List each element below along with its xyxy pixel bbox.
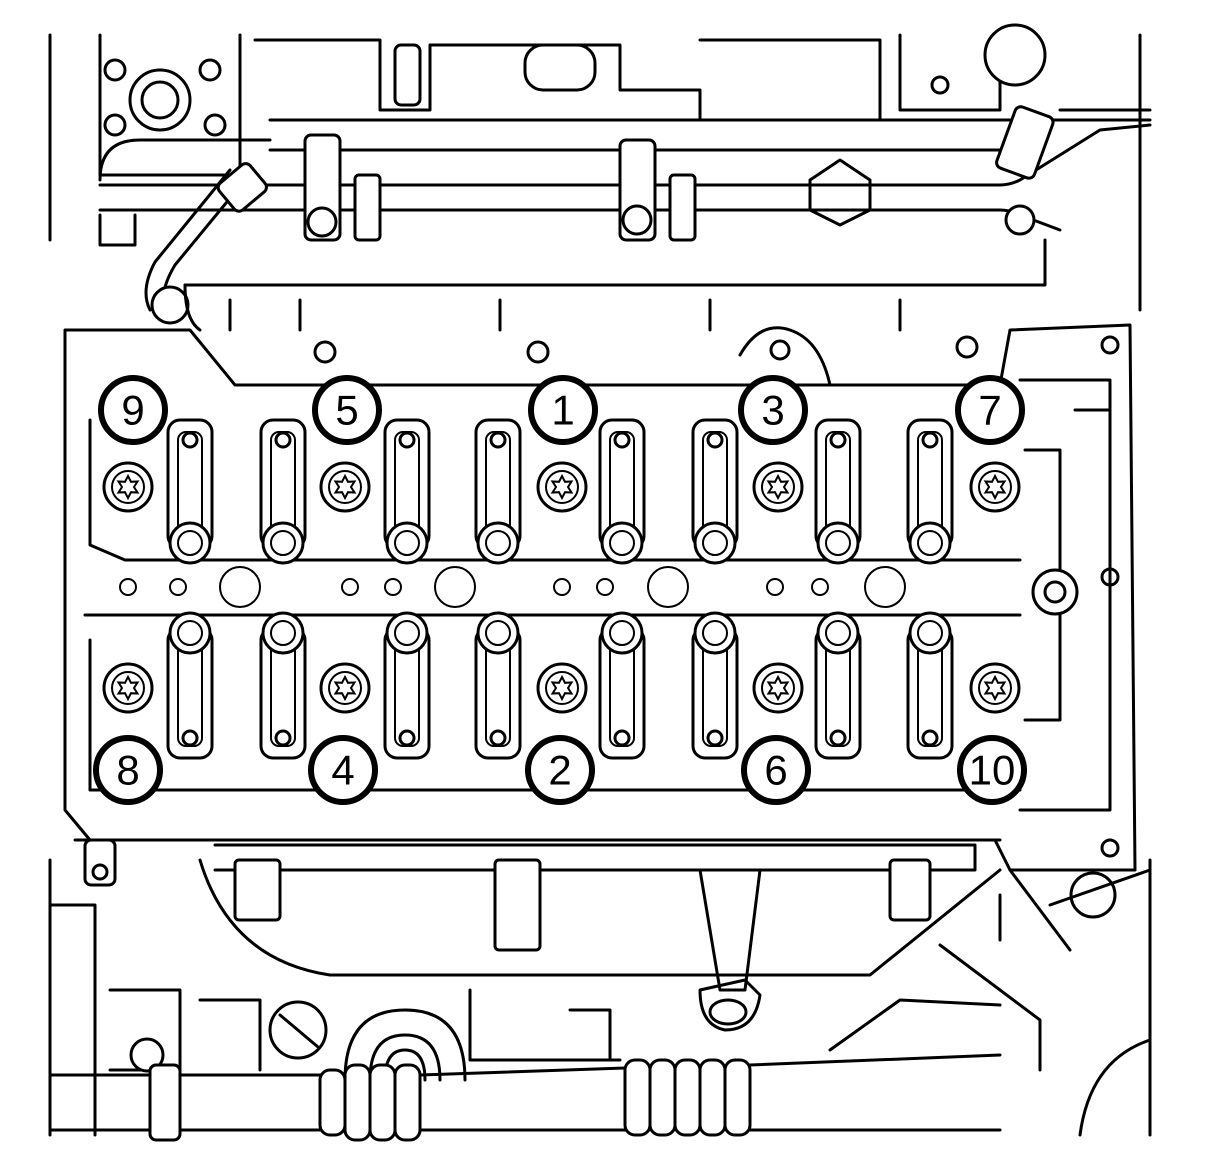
roller-rocker-arm-icon — [259, 611, 307, 760]
callout-label-10: 10 — [969, 747, 1016, 794]
roller-rocker-arm-icon — [598, 418, 646, 565]
roller-rocker-arm-icon — [691, 611, 739, 760]
cylinder-head-outline — [63, 323, 1137, 872]
callout-group: 1 2 3 4 5 6 7 8 — [93, 375, 1027, 805]
torx-bolt-icon — [102, 662, 154, 714]
roller-rocker-arm-icon — [166, 611, 214, 760]
roller-rocker-arm-icon — [906, 611, 954, 760]
roller-rocker-arm-icon — [906, 418, 954, 565]
callout-8: 8 — [93, 735, 163, 805]
torx-bolt-icon — [536, 461, 588, 513]
roller-rocker-arm-icon — [474, 611, 522, 760]
callout-label-2: 2 — [548, 747, 571, 794]
callout-label-4: 4 — [331, 747, 354, 794]
callout-6: 6 — [741, 735, 811, 805]
callout-label-8: 8 — [116, 747, 139, 794]
roller-rocker-arm-icon — [474, 418, 522, 565]
callout-3: 3 — [738, 375, 808, 445]
callout-label-3: 3 — [761, 387, 784, 434]
callout-2: 2 — [525, 735, 595, 805]
roller-rocker-arm-icon — [259, 418, 307, 565]
callout-5: 5 — [312, 375, 382, 445]
rocker-arm-group — [166, 418, 954, 760]
torx-bolt-icon — [536, 662, 588, 714]
roller-rocker-arm-icon — [814, 418, 862, 565]
torx-bolt-icon — [969, 662, 1021, 714]
callout-label-5: 5 — [335, 387, 358, 434]
callout-1: 1 — [528, 375, 598, 445]
callout-9: 9 — [98, 375, 168, 445]
torx-bolt-icon — [969, 461, 1021, 513]
callout-label-1: 1 — [551, 387, 574, 434]
roller-rocker-arm-icon — [166, 418, 214, 565]
callout-label-6: 6 — [764, 747, 787, 794]
roller-rocker-arm-icon — [383, 418, 431, 565]
head-bolt-group — [102, 461, 1021, 714]
callout-label-9: 9 — [121, 387, 144, 434]
callout-7: 7 — [955, 375, 1025, 445]
torx-bolt-icon — [319, 461, 371, 513]
callout-label-7: 7 — [978, 387, 1001, 434]
engine-outline — [48, 23, 1152, 1142]
roller-rocker-arm-icon — [814, 611, 862, 760]
torx-bolt-icon — [319, 662, 371, 714]
roller-rocker-arm-icon — [691, 418, 739, 565]
roller-rocker-arm-icon — [383, 611, 431, 760]
callout-4: 4 — [308, 735, 378, 805]
torx-bolt-icon — [102, 461, 154, 513]
torx-bolt-icon — [752, 461, 804, 513]
callout-10: 10 — [957, 735, 1027, 805]
torx-bolt-icon — [752, 662, 804, 714]
roller-rocker-arm-icon — [598, 611, 646, 760]
